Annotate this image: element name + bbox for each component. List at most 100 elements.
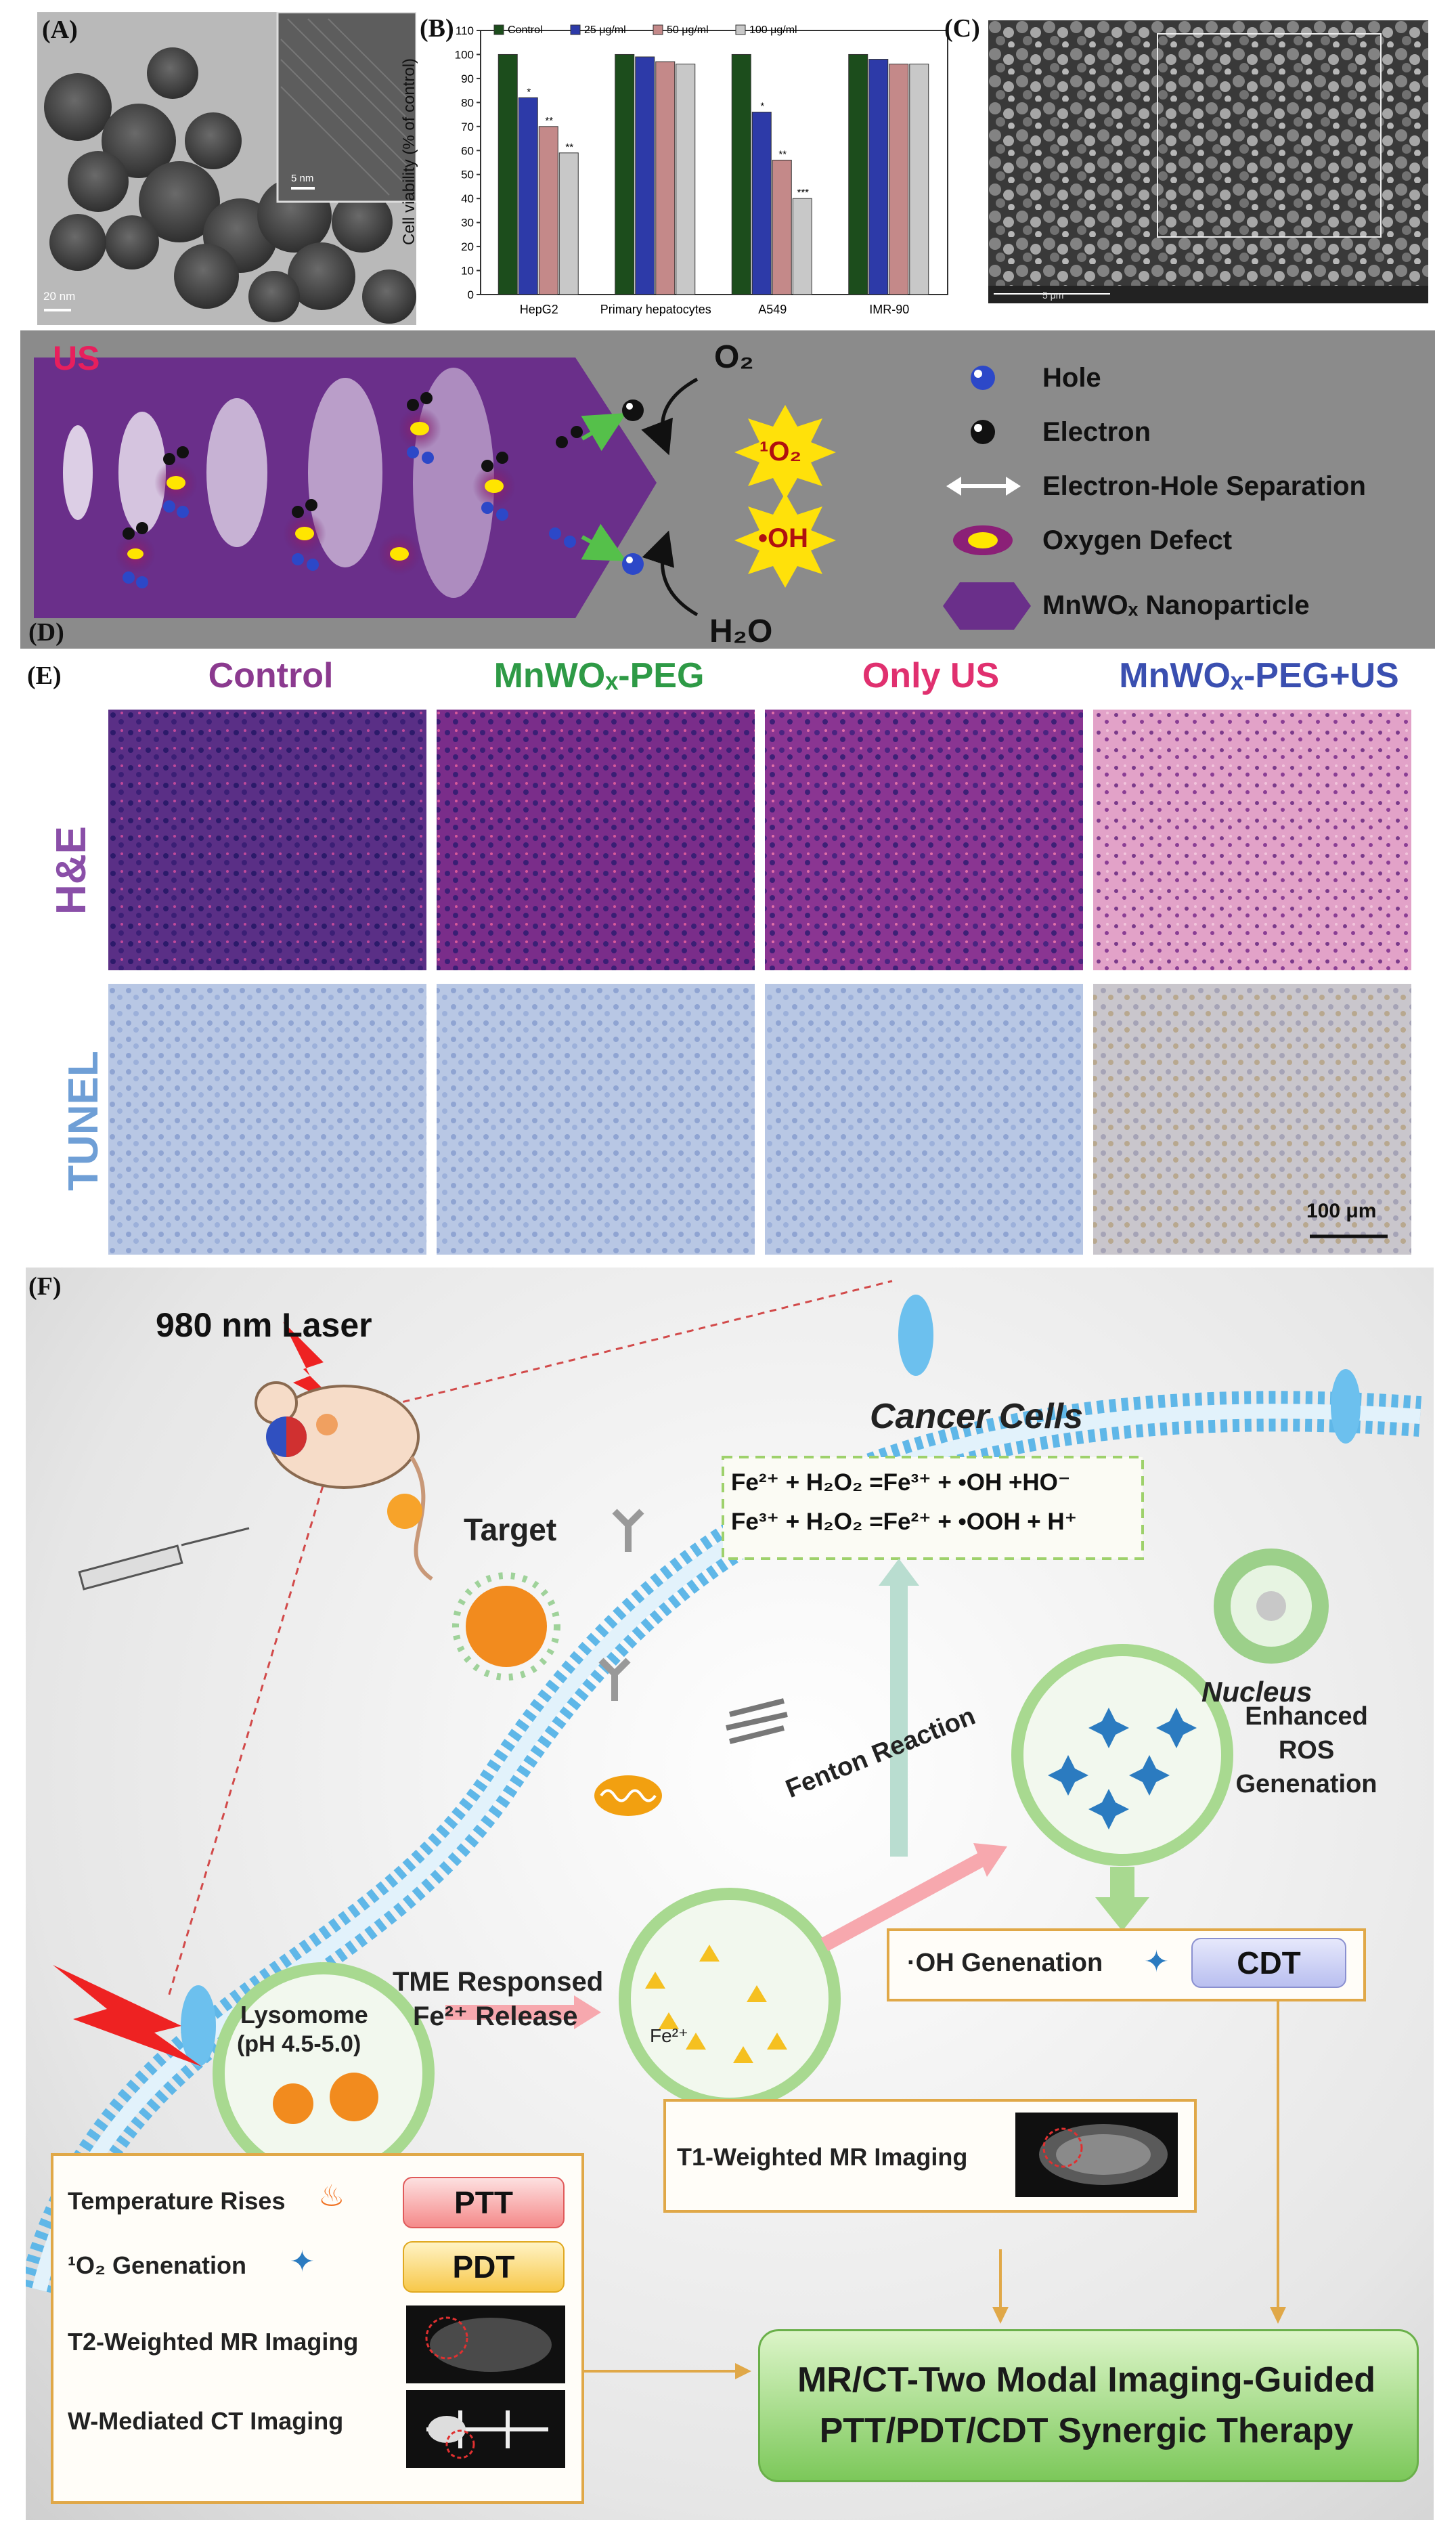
legend-swatch <box>570 24 581 35</box>
col-title-peg-us: MnWOₓ-PEG+US <box>1119 656 1399 695</box>
t2-mr-image <box>406 2305 565 2383</box>
tem-particles <box>37 12 416 325</box>
viability-ylabel: Cell viability (% of control) <box>400 58 418 246</box>
t1-mr-image <box>1015 2113 1178 2197</box>
double-arrow-icon <box>946 477 1021 496</box>
bar <box>635 56 655 295</box>
temperature-label: Temperature Rises <box>68 2187 286 2215</box>
flame-icon: ♨ <box>318 2180 345 2213</box>
tme-label-1: TME Responsed <box>393 1967 604 1997</box>
bar <box>731 53 751 295</box>
bar <box>538 126 558 295</box>
final-line-2: PTT/PDT/CDT Synergic Therapy <box>819 2411 1354 2450</box>
panel-a-label: (A) <box>42 16 78 44</box>
cancer-cells-label: Cancer Cells <box>870 1397 1084 1436</box>
significance-mark: ** <box>778 148 787 160</box>
bar <box>615 53 635 295</box>
y-tick-label: 70 <box>461 121 474 133</box>
nanoparticle-icon <box>387 1494 422 1529</box>
bar <box>889 64 909 295</box>
oxygen-defects <box>115 407 516 576</box>
lysosome-compartment <box>213 1962 435 2184</box>
y-tick-label: 40 <box>461 192 474 205</box>
laser-label: 980 nm Laser <box>156 1306 372 1344</box>
bar <box>848 53 868 295</box>
panel-c-label: (C) <box>944 14 980 43</box>
electron-icon <box>971 420 995 444</box>
oxygen-defect-icon <box>953 525 1013 555</box>
tem-inset-scale-label: 5 nm <box>291 173 314 184</box>
oh-generation-label: ·OH Genenation <box>907 1949 1103 1977</box>
golgi-icon <box>726 1698 788 1744</box>
y-tick-label: 0 <box>468 288 474 301</box>
ros-compartment <box>1011 1644 1233 1866</box>
significance-mark: * <box>527 86 531 98</box>
t1-label: T1-Weighted MR Imaging <box>677 2143 968 2171</box>
bar <box>655 61 676 295</box>
tem-scale-label: 20 nm <box>43 290 76 303</box>
legend-icons <box>943 366 1031 630</box>
nucleus-icon <box>1214 1549 1329 1664</box>
bar <box>558 152 579 295</box>
cdt-tag: CDT <box>1191 1938 1346 1988</box>
t2-label: T2-Weighted MR Imaging <box>68 2328 359 2356</box>
oxygen-label: O₂ <box>714 339 754 375</box>
legend-oxygen-defect: Oxygen Defect <box>1042 525 1233 555</box>
electrons-holes <box>123 392 583 588</box>
oh-star-icon: ✦ <box>1144 1945 1169 1978</box>
membrane-channel <box>1331 1369 1361 1444</box>
sem-scale-label: 5 μm <box>1042 290 1064 301</box>
final-therapy-box <box>758 2329 1419 2482</box>
membrane-channel <box>898 1295 933 1376</box>
legend-label: Control <box>508 24 543 36</box>
mouse-icon <box>255 1381 433 1581</box>
lysosome-ph-label: (pH 4.5-5.0) <box>237 2031 361 2057</box>
y-tick-label: 110 <box>456 24 474 37</box>
sem-image <box>988 20 1428 303</box>
bar <box>498 53 518 295</box>
bar <box>868 59 889 295</box>
bar <box>676 64 696 295</box>
pdt-tag: PDT <box>403 2241 565 2293</box>
panel-d-label: (D) <box>28 618 64 647</box>
x-tick-label: Primary hepatocytes <box>600 303 711 316</box>
singlet-generation-label: ¹O₂ Genenation <box>68 2251 247 2279</box>
singlet-oxygen-burst <box>734 405 836 500</box>
significance-mark: ** <box>545 115 553 127</box>
receptor-icon <box>612 1509 644 1552</box>
ct-label: W-Mediated CT Imaging <box>68 2407 344 2435</box>
cell-membrane <box>26 1280 1422 2379</box>
legend-label: 50 μg/ml <box>667 24 709 36</box>
row-title-he: H&E <box>47 826 95 915</box>
significance-mark: ** <box>565 142 573 153</box>
hydroxyl-burst <box>734 493 836 588</box>
singlet-oxygen-label: ¹O₂ <box>759 437 802 467</box>
syringe-icon <box>78 1527 250 1590</box>
panel-e-label: (E) <box>27 662 62 690</box>
hydroxyl-label: •OH <box>758 523 809 553</box>
ptt-tag: PTT <box>403 2177 565 2228</box>
lysosome-label: Lysomome <box>240 2001 368 2029</box>
legend-label: 25 μg/ml <box>584 24 626 36</box>
legend-hole: Hole <box>1042 363 1101 393</box>
y-tick-label: 30 <box>461 217 474 230</box>
bar <box>772 159 792 295</box>
y-tick-label: 20 <box>461 240 474 253</box>
sonodynamic-diagram <box>34 358 836 618</box>
targeted-nanoparticle-icon <box>452 1572 560 1681</box>
x-tick-label: HepG2 <box>520 303 558 316</box>
bar <box>909 64 929 295</box>
y-tick-label: 80 <box>461 96 474 109</box>
nucleus-label: Nucleus <box>1201 1676 1312 1708</box>
iron-release-compartment <box>619 1888 841 2110</box>
tem-image <box>37 12 416 325</box>
row-title-tunel: TUNEL <box>60 1051 107 1191</box>
y-tick-label: 60 <box>461 144 474 157</box>
ultrasound-label: US <box>53 339 100 377</box>
mitochondria-icon <box>594 1775 662 1816</box>
significance-mark: *** <box>797 187 809 198</box>
bar <box>518 97 538 295</box>
bar <box>751 112 772 295</box>
laser-bolt-icon-2 <box>53 1965 202 2066</box>
